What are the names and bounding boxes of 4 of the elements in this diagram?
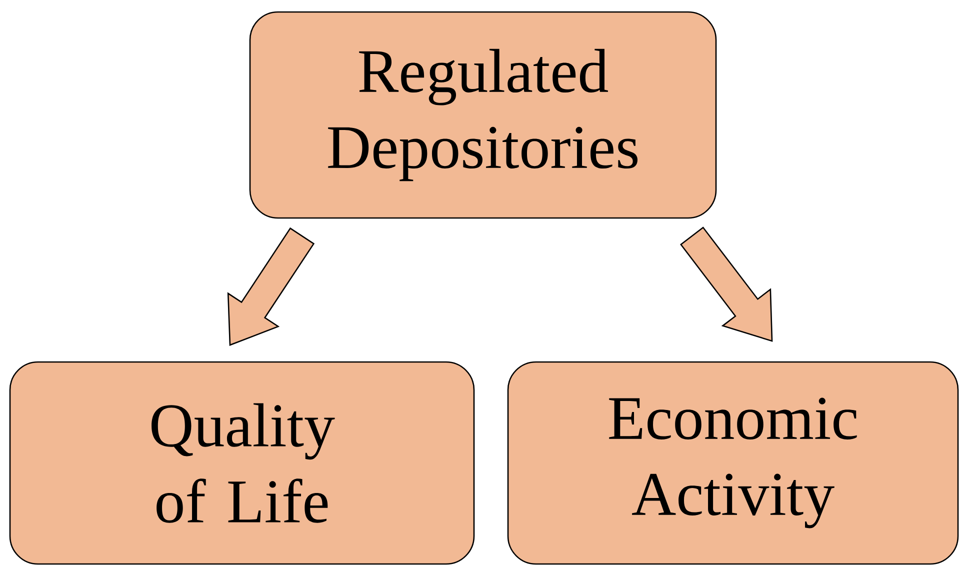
process-box: Economic Activity — [507, 361, 959, 565]
block-arrow — [680, 226, 773, 342]
process-box: Regulated Depositories — [249, 11, 717, 219]
process-box: Quality of Life — [9, 361, 475, 565]
